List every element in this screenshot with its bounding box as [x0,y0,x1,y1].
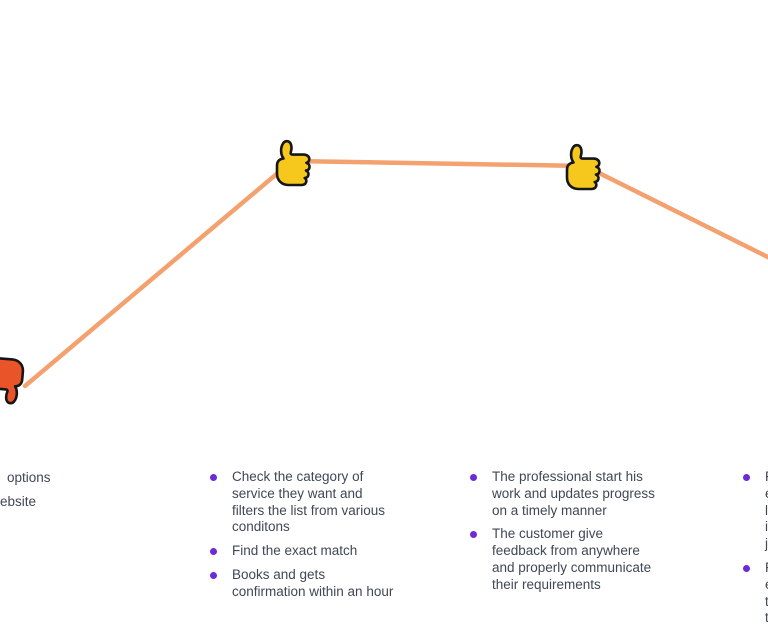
bullet-icon [470,474,477,481]
bullet-text: F e l i j [765,469,768,552]
bullet-icon [210,571,217,579]
stage2-bullet-list: Check the category of service they want … [210,469,440,608]
bullet-icon [743,564,750,572]
bullet-icon [210,474,217,481]
bullet-text: F e t t [765,560,768,626]
bullet-text: The customer give feedback from anywhere… [492,526,652,592]
bullet-text: Books and gets confirmation within an ho… [232,566,394,599]
list-item: F e l i j [743,469,768,553]
list-item: The customer give feedback from anywhere… [470,526,700,593]
list-item: The professional start his work and upda… [470,469,700,519]
bullet-text: Find the exact match [232,543,358,559]
bullet-text: Check the category of service they want … [232,469,386,535]
sentiment-curve-line [22,158,768,389]
list-item: Books and gets confirmation within an ho… [210,567,440,601]
stage3-bullet-list: The professional start his work and upda… [470,469,700,601]
stage1-bullet-fragment: options [7,470,51,485]
bullet-icon [470,531,477,539]
thumbs-down-icon [0,356,28,406]
stage4-bullet-list: F e l i j F e t t [743,469,768,629]
thumbs-up-icon [271,138,315,188]
bullet-text: The professional start his work and upda… [492,469,655,518]
list-item: Find the exact match [210,543,440,560]
bullet-icon [743,474,750,481]
list-item: F e t t [743,560,768,627]
thumbs-up-icon [561,142,605,192]
stage1-bullet-fragment: ebsite [0,494,37,509]
list-item: Check the category of service they want … [210,469,440,536]
bullet-icon [210,548,217,556]
